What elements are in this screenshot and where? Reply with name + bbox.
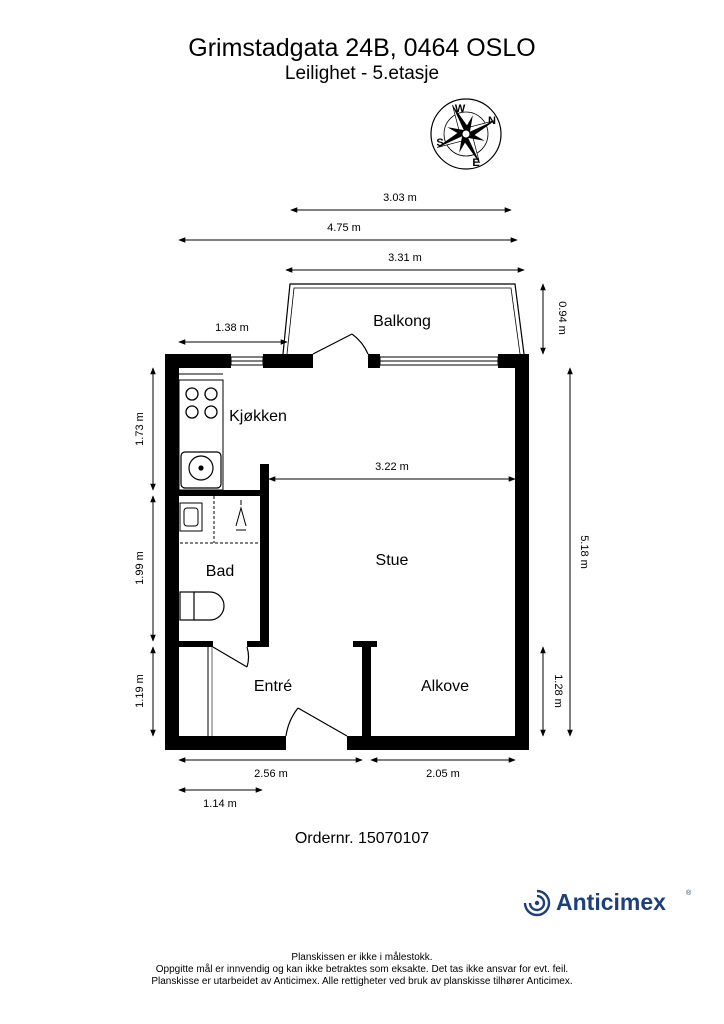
footer-line-2: Oppgitte mål er innvendig og kan ikke be… <box>155 964 569 975</box>
registered-mark: ® <box>686 890 692 897</box>
dim-3-22: 3.22 m <box>375 461 409 473</box>
stove-icon <box>185 387 218 419</box>
footer-line-3: Planskisse er utarbeidet av Anticimex. A… <box>151 976 573 987</box>
address-title: Grimstadgata 24B, 0464 OSLO <box>188 34 536 62</box>
room-balkong: Balkong <box>373 313 431 330</box>
compass-s: S <box>436 137 443 149</box>
room-entre: Entré <box>254 678 292 695</box>
dim-3-31: 3.31 m <box>388 252 422 264</box>
window-kitchen <box>230 356 264 366</box>
balcony-railing <box>282 283 525 355</box>
toilet-icon <box>179 591 225 621</box>
room-bad: Bad <box>206 563 234 580</box>
dim-1-99: 1.99 m <box>134 551 146 585</box>
bath-door <box>212 646 250 668</box>
order-number: Ordernr. 15070107 <box>294 830 430 847</box>
dim-5-18: 5.18 m <box>578 535 590 569</box>
compass-e: E <box>472 157 479 169</box>
dim-1-73: 1.73 m <box>134 412 146 446</box>
anticimex-wordmark: Anticimex <box>556 889 666 915</box>
dimension-lines <box>150 207 573 793</box>
kitchen-counter <box>178 373 224 491</box>
anticimex-logo: Anticimex ® <box>522 886 702 922</box>
compass-n: N <box>488 115 496 127</box>
dim-4-75: 4.75 m <box>327 222 361 234</box>
shower-icon <box>180 496 260 544</box>
compass-rose: W N E S <box>430 98 502 170</box>
sink-icon <box>180 451 222 489</box>
room-stue: Stue <box>376 552 409 569</box>
footer-line-1: Planskissen er ikke i målestokk. <box>291 952 433 963</box>
room-kjokken: Kjøkken <box>229 408 287 425</box>
dim-3-03: 3.03 m <box>383 192 417 204</box>
dim-2-56: 2.56 m <box>254 768 288 780</box>
washbasin-icon <box>179 502 203 532</box>
dim-2-05: 2.05 m <box>426 768 460 780</box>
balcony-door <box>312 333 369 355</box>
anticimex-logo-icon <box>523 889 551 917</box>
dim-1-19: 1.19 m <box>134 674 146 708</box>
dim-1-14: 1.14 m <box>203 798 237 810</box>
walls <box>165 354 529 750</box>
dim-1-28: 1.28 m <box>552 674 564 708</box>
entrance-door <box>285 707 348 737</box>
dim-0-94: 0.94 m <box>556 301 568 335</box>
floor-subtitle: Leilighet - 5.etasje <box>284 63 440 84</box>
room-alkove: Alkove <box>421 678 469 695</box>
dim-1-38: 1.38 m <box>215 322 249 334</box>
window-living <box>379 356 499 366</box>
compass-w: W <box>455 103 466 115</box>
